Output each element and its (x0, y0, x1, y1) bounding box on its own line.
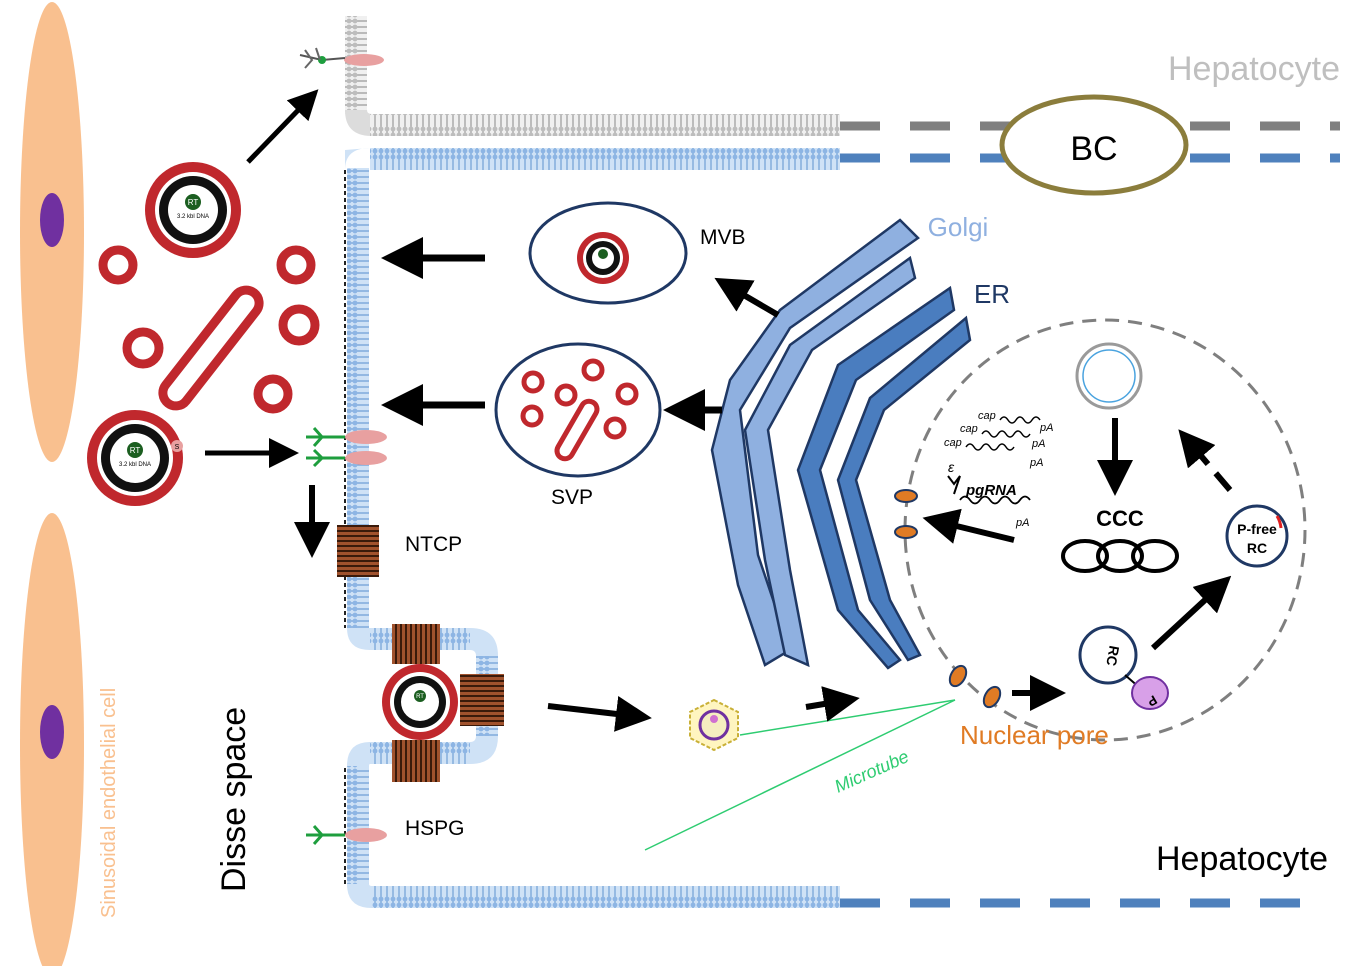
hspg-receptor-lower (306, 825, 387, 845)
bc-label: BC (1070, 130, 1117, 168)
cccdna (1075, 342, 1143, 410)
sinusoidal-cell-label: Sinusoidal endothelial cell (98, 688, 120, 918)
svp-vesicle (494, 342, 662, 478)
svp-filament-disse (158, 285, 264, 411)
nuclear-pores (894, 489, 1002, 709)
nucleus (903, 318, 1307, 742)
svg-text:RT: RT (416, 694, 424, 700)
svg-text:pA: pA (1015, 517, 1029, 529)
endothelial-nucleus-top (40, 193, 64, 247)
er-network (796, 285, 972, 670)
svg-text:3.2 kbl DNA: 3.2 kbl DNA (119, 462, 151, 468)
pfree-rc-dna: P-free RC (1225, 504, 1289, 568)
bile-canaliculus: BC (999, 94, 1189, 196)
nuclear-pore-label: Nuclear pore (960, 720, 1109, 750)
virion-endosome: RT (382, 664, 458, 740)
svg-text:RC: RC (1103, 645, 1122, 668)
mvb-label: MVB (700, 226, 746, 249)
endothelial-cell-top (20, 2, 84, 462)
process-arrows (205, 89, 1233, 732)
mvb-vesicle (528, 201, 688, 305)
ntcp-endosome-transporters (392, 624, 504, 782)
capsid-cytoplasm (689, 698, 739, 752)
viral-rna-transcripts: cap pA cap pA cap pA (944, 410, 1053, 469)
hspg-receptor-entry (306, 427, 387, 468)
svg-text:RC: RC (1247, 540, 1267, 556)
svg-text:cap: cap (944, 437, 962, 449)
receptor-apical (299, 47, 384, 69)
svg-text:ε: ε (948, 459, 955, 475)
svg-text:pA: pA (1029, 457, 1043, 469)
endothelial-cell-bottom (20, 513, 84, 966)
ccc-minichromosome: CCC (1061, 506, 1179, 573)
svg-text:pgRNA: pgRNA (965, 482, 1017, 499)
pgrna-strand: ε pgRNA pA (947, 459, 1031, 529)
apical-membrane (345, 16, 840, 136)
hepatocyte-label-top: Hepatocyte (1168, 50, 1340, 88)
svg-text:RT: RT (130, 446, 141, 455)
svg-text:3.2 kbl DNA: 3.2 kbl DNA (177, 214, 209, 220)
svg-text:CCC: CCC (1096, 506, 1144, 531)
disse-space-label: Disse space (215, 707, 253, 892)
svp-spheres-disse (98, 245, 320, 414)
hspg-label: HSPG (405, 817, 465, 840)
svg-text:pA: pA (1039, 422, 1053, 434)
svg-text:P-free: P-free (1237, 521, 1277, 537)
golgi-label: Golgi (928, 212, 989, 242)
er-label: ER (974, 279, 1010, 309)
svg-text:pA: pA (1031, 438, 1045, 450)
svg-text:cap: cap (978, 410, 996, 422)
hepatocyte-label-bottom: Hepatocyte (1156, 840, 1328, 878)
rc-dna-with-p: RC P (1078, 625, 1169, 710)
svg-text:RT: RT (188, 198, 199, 207)
svp-label: SVP (551, 486, 593, 509)
virion-particle-top: RT 3.2 kbl DNA (145, 162, 241, 258)
ntcp-label: NTCP (405, 533, 462, 556)
svg-text:S: S (175, 444, 180, 451)
svg-text:cap: cap (960, 423, 978, 435)
virion-particle-entry: RT 3.2 kbl DNA S (87, 410, 183, 506)
golgi-apparatus (710, 218, 920, 668)
endothelial-nucleus-bottom (40, 705, 64, 759)
ntcp-transporter (337, 525, 379, 577)
